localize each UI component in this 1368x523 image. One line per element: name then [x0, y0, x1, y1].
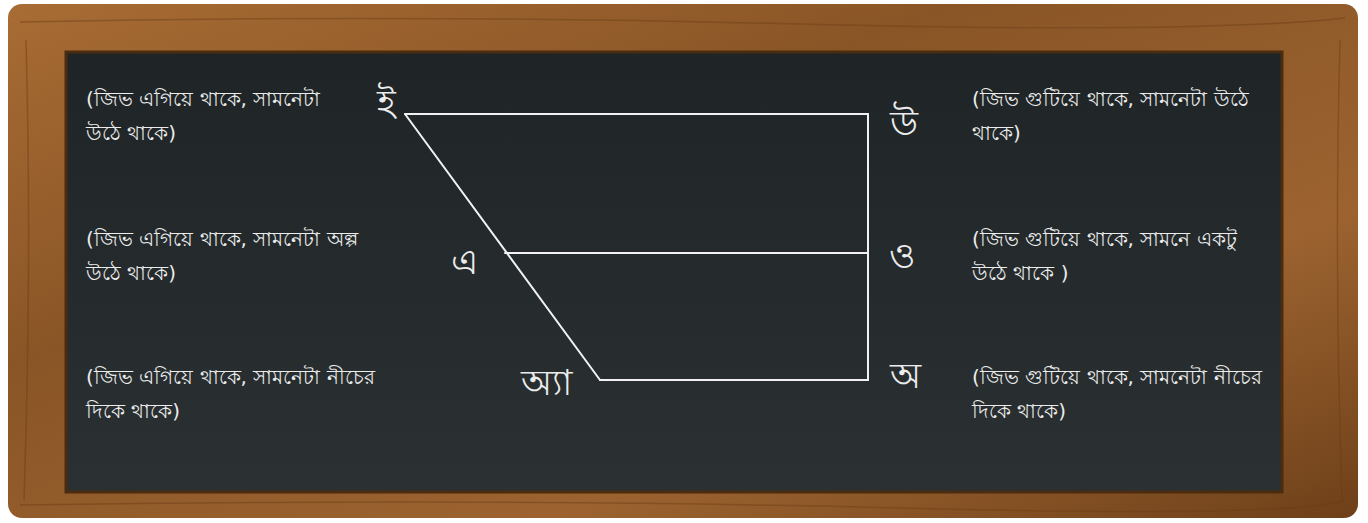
tongue-position-note: (জিভ গুটিয়ে থাকে, সামনেটা উঠে থাকে): [972, 82, 1268, 150]
vowel-letter: উ: [890, 104, 918, 144]
vowel-trapezoid: [405, 114, 868, 380]
board-surface: [66, 52, 1282, 492]
vowel-letter: এ: [451, 242, 478, 282]
vowel-letter: ই: [377, 83, 396, 123]
tongue-position-note: (জিভ গুটিয়ে থাকে, সামনে একটু উঠে থাকে ): [972, 222, 1268, 290]
vowel-letter: ও: [889, 236, 916, 276]
tongue-position-note: (জিভ এগিয়ে থাকে, সামনেটা নীচের দিকে থাক…: [86, 360, 386, 428]
tongue-position-note: (জিভ গুটিয়ে থাকে, সামনেটা নীচের দিকে থা…: [972, 360, 1272, 428]
tongue-position-note: (জিভ এগিয়ে থাকে, সামনেটা উঠে থাকে): [86, 82, 358, 150]
vowel-letter: অ: [890, 356, 921, 396]
vowel-letter: অ্যা: [521, 363, 572, 403]
tongue-position-note: (জিভ এগিয়ে থাকে, সামনেটা অল্প উঠে থাকে): [86, 222, 358, 290]
wood-frame: [8, 4, 1358, 518]
wood-grain: [20, 18, 1345, 512]
